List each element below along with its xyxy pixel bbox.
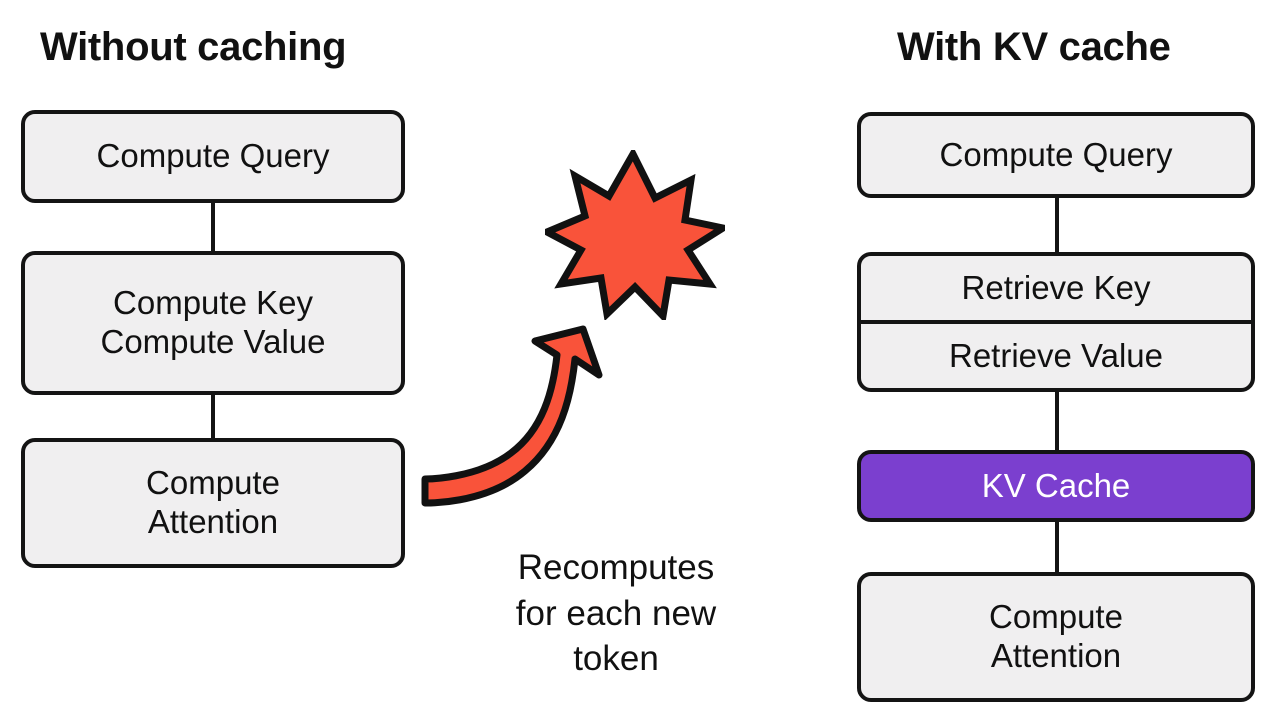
left-node-compute-key-value[interactable]: Compute Key Compute Value (21, 251, 405, 395)
right-connector-2 (1055, 389, 1059, 451)
caption-line-3: token (573, 639, 659, 678)
left-node-compute-query[interactable]: Compute Query (21, 110, 405, 203)
right-node-kv-cache[interactable]: KV Cache (857, 450, 1255, 522)
caption-line-2: for each new (515, 593, 717, 633)
starburst-icon (545, 150, 725, 320)
curved-arrow-icon (421, 325, 603, 507)
left-node-compute-attention[interactable]: Compute Attention (21, 438, 405, 568)
node-label-line-2: Attention (147, 503, 279, 540)
caption-line-1: Recomputes (517, 548, 715, 587)
node-label-line-1: Compute Key (113, 284, 313, 322)
node-label: Retrieve Key (961, 268, 1151, 306)
right-node-retrieve-key-value[interactable]: Retrieve Key Retrieve Value (857, 252, 1255, 392)
retrieve-value-cell[interactable]: Retrieve Value (861, 320, 1251, 388)
node-label: KV Cache (981, 466, 1131, 504)
retrieve-key-cell[interactable]: Retrieve Key (861, 256, 1251, 320)
right-node-compute-attention[interactable]: Compute Attention (857, 572, 1255, 702)
center-caption: Recomputes for each new token (450, 545, 782, 682)
right-connector-1 (1055, 195, 1059, 255)
node-label-line-2: Compute Value (100, 323, 326, 360)
node-label-line-2: Attention (990, 637, 1122, 674)
node-label: Compute Query (96, 137, 330, 175)
left-connector-1 (211, 200, 215, 254)
right-connector-3 (1055, 519, 1059, 575)
left-column-title: Without caching (40, 25, 347, 69)
node-label: Retrieve Value (948, 336, 1163, 374)
right-node-compute-query[interactable]: Compute Query (857, 112, 1255, 198)
node-label: Compute Query (939, 135, 1173, 173)
right-column-title: With KV cache (897, 25, 1171, 69)
node-label-line-1: Compute (989, 598, 1123, 636)
left-connector-2 (211, 392, 215, 442)
node-label-line-1: Compute (146, 464, 280, 502)
